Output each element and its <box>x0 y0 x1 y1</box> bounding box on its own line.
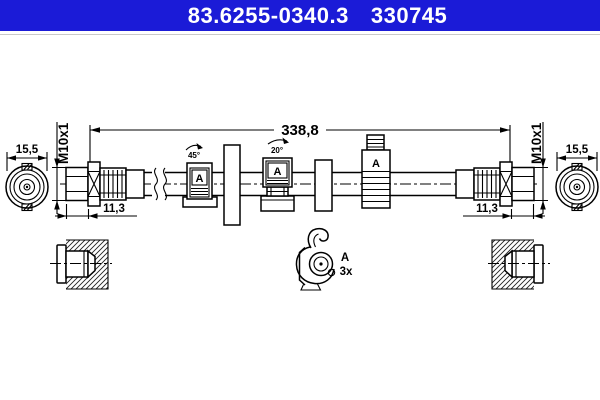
clip-1-label: A <box>196 173 204 185</box>
right-end-width-label: 15,5 <box>566 144 589 156</box>
clip-3: A <box>361 134 391 209</box>
left-thread-length-label: 11,3 <box>103 203 125 215</box>
clip-2-label: A <box>274 166 282 178</box>
left-grommet-section <box>50 239 112 290</box>
left-thread-label: M10x1 <box>56 122 71 164</box>
part-number: 83.6255-0340.3 <box>187 2 349 28</box>
right-grommet-section <box>488 239 550 290</box>
reference-number: 330745 <box>370 2 448 28</box>
dimension-overall-length: 338,8 <box>89 122 511 165</box>
grommet-plate-1 <box>223 144 241 226</box>
hose-break-mark <box>154 167 158 201</box>
left-end-width-label: 15,5 <box>16 144 39 156</box>
clip-1-angle-label: 45° <box>188 151 200 160</box>
clip-3-label: A <box>372 158 380 170</box>
header-divider <box>0 34 600 35</box>
overall-length-label: 338,8 <box>281 122 319 139</box>
right-fitting: M10x1 11,3 <box>455 122 548 219</box>
header-bar: 83.6255-0340.3 330745 <box>0 0 600 31</box>
clip-detail: A 3x <box>295 227 353 291</box>
clip-detail-quantity: 3x <box>340 266 353 278</box>
clip-2-angle-label: 20° <box>271 146 283 155</box>
clip-2: A 20° <box>260 137 295 212</box>
left-end-view: 15,5 <box>5 144 49 212</box>
grommet-plate-2 <box>314 159 333 212</box>
clip-detail-label: A <box>341 252 349 264</box>
right-end-view: 15,5 <box>555 144 599 212</box>
right-thread-length-label: 11,3 <box>476 203 498 215</box>
clip-1: A 45° <box>182 143 218 208</box>
right-thread-label: M10x1 <box>529 122 544 164</box>
left-fitting: M10x1 11,3 <box>52 122 145 219</box>
